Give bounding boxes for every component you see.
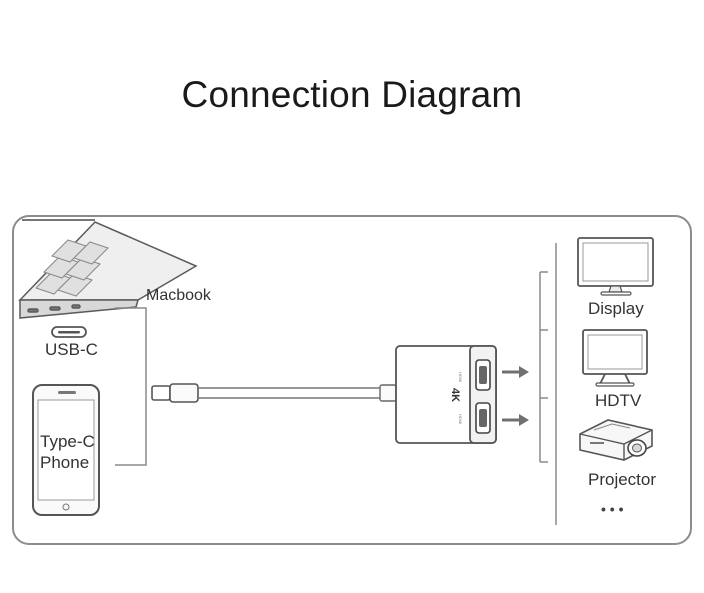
- adapter-4k-badge: 4K: [449, 388, 461, 402]
- hdmi-port-label-top: HDMI: [458, 372, 463, 382]
- phone-icon: [32, 384, 100, 516]
- arrow-icon: [502, 414, 529, 426]
- hdmi-adapter: HDMI HDMI 4K: [395, 345, 497, 444]
- phone-label-line2: Phone: [40, 453, 90, 472]
- output-label-projector: Projector: [588, 470, 657, 489]
- page-title: Connection Diagram: [181, 74, 523, 115]
- usb-c-label: USB-C: [45, 340, 98, 359]
- arrow-icon: [502, 366, 529, 378]
- usb-c-port-icon: [51, 326, 87, 338]
- output-label-display: Display: [588, 299, 644, 318]
- projector-icon: [579, 419, 653, 461]
- output-label-more: • • •: [601, 501, 624, 517]
- tv-icon: [582, 329, 648, 387]
- monitor-icon: [577, 237, 654, 296]
- usb-c-cable: [151, 383, 397, 403]
- output-bracket: [539, 243, 557, 525]
- phone-label-line1: Type-C: [40, 432, 95, 451]
- source-bracket: [115, 307, 147, 466]
- diagram-frame: [12, 215, 692, 545]
- output-arrows: [502, 366, 529, 426]
- laptop-icon: [18, 219, 198, 319]
- output-label-hdtv: HDTV: [595, 391, 642, 410]
- macbook-label: Macbook: [146, 287, 211, 304]
- hdmi-port-label-bottom: HDMI: [458, 414, 463, 424]
